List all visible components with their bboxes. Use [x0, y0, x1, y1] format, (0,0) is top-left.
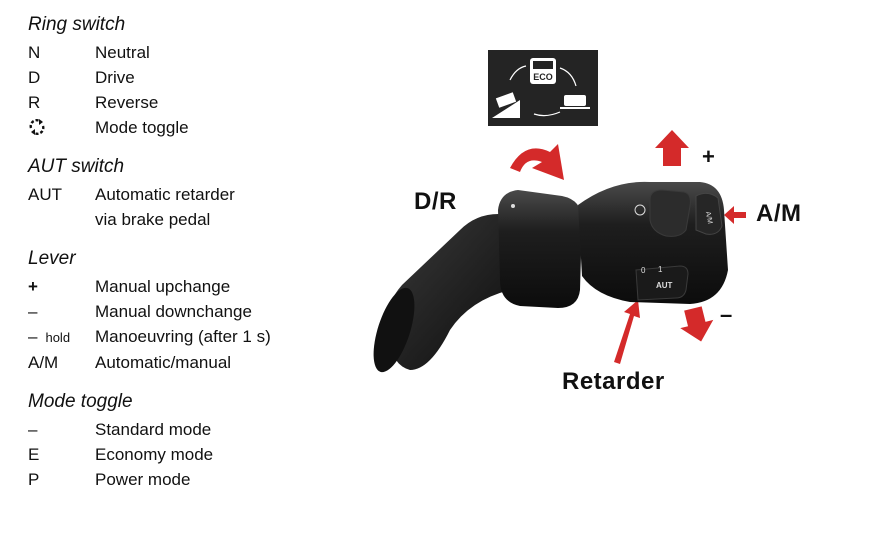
legend-row: A/M Automatic/manual: [28, 350, 368, 375]
lever-diagram: ECO: [350, 40, 888, 440]
legend-row: + Manual upchange: [28, 274, 368, 299]
aut-switch[interactable]: 0 1 AUT: [635, 265, 689, 301]
am-button-label: A/M: [704, 211, 713, 225]
am-label: A/M: [756, 200, 802, 227]
legend: Ring switch N Neutral D Drive R Reverse Mod…: [28, 14, 368, 505]
legend-value: via brake pedal: [95, 210, 211, 229]
section-title: Ring switch: [28, 14, 126, 35]
am-arrow: [724, 206, 746, 224]
aut-position-0: 0: [641, 266, 646, 275]
lever-illustration: ECO: [373, 50, 746, 373]
ring-switch[interactable]: [498, 190, 582, 308]
aut-position-1: 1: [658, 265, 663, 274]
retarder-arrow: [614, 300, 640, 364]
lever-stalk: [386, 214, 525, 370]
legend-key: –: [28, 420, 38, 439]
legend-key: [28, 207, 95, 232]
section-title: Mode toggle: [28, 391, 133, 412]
legend-key: N: [28, 43, 41, 62]
legend-value: Economy mode: [95, 445, 214, 464]
plus-arrow: [655, 130, 689, 166]
ring-switch-section: Ring switch N Neutral D Drive R Reverse Mod…: [28, 14, 368, 140]
legend-value: Neutral: [95, 43, 150, 62]
legend-row: N Neutral: [28, 40, 368, 65]
legend-key: E: [28, 445, 40, 464]
legend-row: D Drive: [28, 65, 368, 90]
legend-row: – Standard mode: [28, 417, 368, 442]
mode-toggle-section: Mode toggle – Standard mode E Economy mode…: [28, 391, 368, 505]
dr-label: D/R: [414, 188, 457, 215]
legend-row: P Power mode: [28, 467, 368, 492]
minus-label: –: [720, 302, 733, 327]
truck-flat-icon: [560, 95, 590, 109]
eco-toggle-icon: [634, 204, 646, 216]
legend-value: Mode toggle: [95, 118, 189, 137]
legend-key: –hold: [28, 324, 95, 350]
ring-rotate-arrow: [510, 144, 564, 180]
cycle-arrow-icon: [533, 111, 561, 117]
legend-key-suffix: hold: [45, 330, 71, 345]
legend-key: –: [28, 302, 38, 321]
section-title: AUT switch: [28, 156, 125, 177]
legend-value: Reverse: [95, 93, 159, 112]
legend-key: +: [28, 277, 38, 296]
legend-value: Automatic/manual: [95, 353, 232, 372]
legend-key: AUT: [28, 185, 62, 204]
section-title: Lever: [28, 248, 76, 269]
plus-label: +: [702, 144, 715, 169]
retarder-label: Retarder: [562, 368, 665, 395]
legend-row: R Reverse: [28, 90, 368, 115]
legend-key-symbol: –: [28, 327, 38, 346]
minus-arrow: [680, 306, 714, 342]
legend-value: Standard mode: [95, 420, 212, 439]
eco-label: ECO: [533, 72, 553, 82]
legend-key: D: [28, 68, 41, 87]
aut-label: AUT: [656, 281, 673, 290]
aut-switch-section: AUT switch AUT Automatic retarder via bra…: [28, 156, 368, 232]
legend-value: Drive: [95, 68, 135, 87]
mode-toggle-icon: [29, 119, 45, 135]
legend-row: via brake pedal: [28, 207, 368, 232]
legend-value: Manual upchange: [95, 277, 231, 296]
legend-key: A/M: [28, 353, 59, 372]
cycle-arrow-icon: [509, 65, 527, 81]
am-button[interactable]: [695, 192, 723, 235]
legend-value: Manual downchange: [95, 302, 252, 321]
truck-incline-icon: [492, 92, 520, 118]
legend-row: – Manual downchange: [28, 299, 368, 324]
legend-value: Manoeuvring (after 1 s): [95, 327, 271, 346]
mode-toggle-button[interactable]: [649, 189, 691, 237]
legend-row: AUT Automatic retarder: [28, 182, 368, 207]
ring-switch-marker-icon: [511, 204, 515, 208]
legend-key: [28, 115, 95, 140]
lever-base: [373, 287, 415, 373]
legend-value: Automatic retarder: [95, 185, 235, 204]
legend-row: Mode toggle: [28, 115, 368, 140]
legend-row: E Economy mode: [28, 442, 368, 467]
legend-key: R: [28, 93, 41, 112]
lever-body: [578, 181, 728, 304]
legend-value: Power mode: [95, 470, 191, 489]
lever-section: Lever + Manual upchange – Manual downchang…: [28, 248, 368, 375]
legend-key: P: [28, 470, 40, 489]
mode-panel: ECO: [488, 50, 598, 126]
cycle-arrow-icon: [559, 67, 577, 87]
